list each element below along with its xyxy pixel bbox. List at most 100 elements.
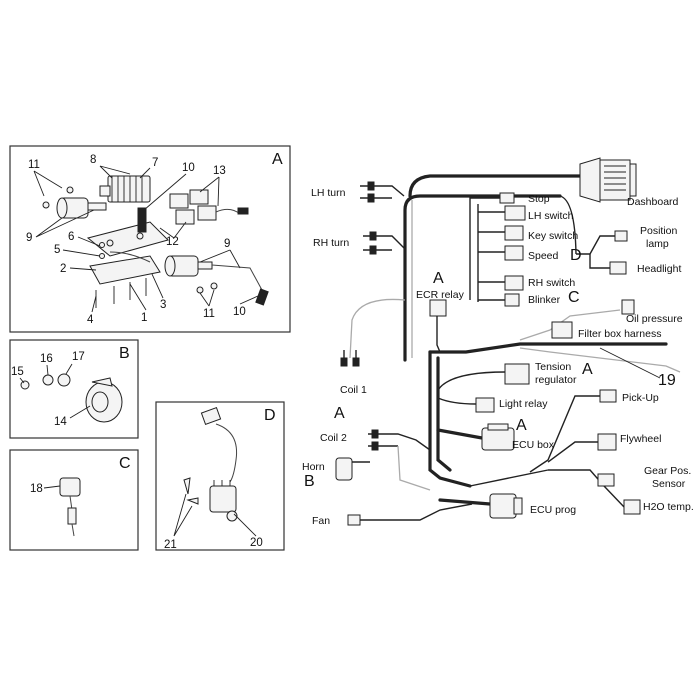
callout-18: 18	[30, 483, 43, 495]
callout-15: 15	[11, 366, 24, 378]
coil-part-right	[109, 251, 269, 306]
callout-9-right: 9	[224, 238, 230, 250]
headlight-connector	[609, 261, 627, 275]
dashboard-connector	[579, 157, 637, 203]
coil-1-connector	[340, 357, 360, 367]
callout-11-top: 11	[28, 159, 40, 171]
relay-blocks-part	[169, 189, 249, 225]
blinker-connector	[504, 293, 520, 307]
label-headlight: Headlight	[637, 263, 681, 275]
label-rh-switch: RH switch	[528, 277, 575, 289]
horn-connector	[335, 457, 370, 481]
label-dashboard: Dashboard	[627, 196, 679, 208]
panel-b-letter: B	[119, 345, 130, 362]
label-filter-box-harness: Filter box harness	[578, 328, 661, 340]
relay-part-left	[56, 197, 107, 219]
label-light-relay: Light relay	[499, 398, 548, 410]
label-tension-regulator-2: regulator	[535, 374, 577, 386]
horn-part	[85, 377, 123, 423]
label-coil-2: Coil 2	[320, 432, 347, 444]
label-rh-turn: RH turn	[313, 237, 349, 249]
letter-ecu-box: A	[516, 417, 527, 434]
label-lh-switch: LH switch	[528, 210, 574, 222]
washer-part	[42, 374, 54, 386]
letter-speed: D	[570, 247, 582, 264]
plate-part	[89, 255, 161, 308]
regulator-part	[99, 175, 151, 203]
lh-switch-connector	[504, 205, 526, 221]
panel-d-frame	[155, 401, 285, 551]
nut-part	[20, 380, 30, 390]
callout-12: 12	[166, 236, 179, 248]
panel-b: B 15 16 17 14	[9, 339, 139, 439]
callout-1: 1	[141, 312, 147, 324]
callout-19: 19	[658, 372, 676, 389]
callout-11-bottom: 11	[203, 308, 215, 320]
panel-a-frame	[9, 145, 291, 333]
panel-d-letter: D	[264, 407, 276, 424]
flywheel-connector	[597, 433, 617, 451]
callout-17: 17	[72, 351, 85, 363]
fastener-parts	[42, 186, 218, 294]
callout-10-top: 10	[182, 162, 195, 174]
ignition-coil-part	[137, 207, 147, 233]
letter-horn: B	[304, 473, 315, 490]
callout-16: 16	[40, 353, 53, 365]
panel-d: D 21 20	[155, 401, 285, 551]
ecu-prog-connector	[489, 493, 523, 519]
label-h2o-temp: H2O temp.	[643, 501, 694, 513]
letter-tension-regulator: A	[582, 361, 593, 378]
fan-connector	[347, 514, 361, 526]
label-key-switch: Key switch	[528, 230, 578, 242]
label-gear-pos-1: Gear Pos.	[644, 465, 691, 477]
callout-13: 13	[213, 165, 226, 177]
callout-8: 8	[90, 154, 96, 166]
letter-coil-2: A	[334, 405, 345, 422]
letter-blinker: C	[568, 289, 580, 306]
callout-14: 14	[54, 416, 67, 428]
label-stop: Stop	[528, 193, 550, 205]
coil-2-connector	[371, 429, 379, 451]
callout-2: 2	[60, 263, 66, 275]
callout-4: 4	[87, 314, 94, 326]
h2o-temp-connector	[623, 499, 641, 515]
label-gear-pos-2: Sensor	[652, 478, 686, 490]
oil-pressure-connector	[621, 299, 635, 315]
label-pick-up: Pick-Up	[622, 392, 659, 404]
label-flywheel: Flywheel	[620, 433, 661, 445]
label-fan: Fan	[312, 515, 330, 527]
panel-c-letter: C	[119, 455, 131, 472]
panel-b-frame	[9, 339, 139, 439]
label-lh-turn: LH turn	[311, 187, 346, 199]
label-speed: Speed	[528, 250, 559, 262]
stop-connector	[499, 192, 515, 204]
letter-ecr-relay: A	[433, 270, 444, 287]
filter-box-harness-connector	[551, 321, 573, 339]
label-position-lamp-1: Position	[640, 225, 678, 237]
ecr-relay-connector	[429, 299, 447, 317]
screw-part-2	[186, 497, 199, 505]
label-horn: Horn	[302, 461, 325, 473]
label-ecu-box: ECU box	[512, 439, 555, 451]
callout-3: 3	[160, 299, 166, 311]
label-oil-pressure: Oil pressure	[626, 313, 683, 325]
label-coil-1: Coil 1	[340, 384, 367, 396]
callout-21: 21	[164, 539, 177, 551]
relay-d-part	[200, 406, 238, 522]
pick-up-connector	[599, 389, 617, 403]
label-blinker: Blinker	[528, 294, 561, 306]
position-lamp-connector	[614, 230, 628, 242]
label-tension-regulator-1: Tension	[535, 361, 571, 373]
sensor-part	[59, 477, 81, 537]
screw-part	[183, 477, 191, 495]
ecu-box-connector	[481, 423, 515, 451]
lh-turn-connector	[367, 181, 375, 203]
panel-c: C 18	[9, 449, 139, 551]
callout-5: 5	[54, 244, 60, 256]
speed-connector	[504, 245, 524, 261]
callout-20: 20	[250, 537, 263, 549]
label-ecu-prog: ECU prog	[530, 504, 576, 516]
panel-c-frame	[9, 449, 139, 551]
washer-part-2	[57, 373, 71, 387]
